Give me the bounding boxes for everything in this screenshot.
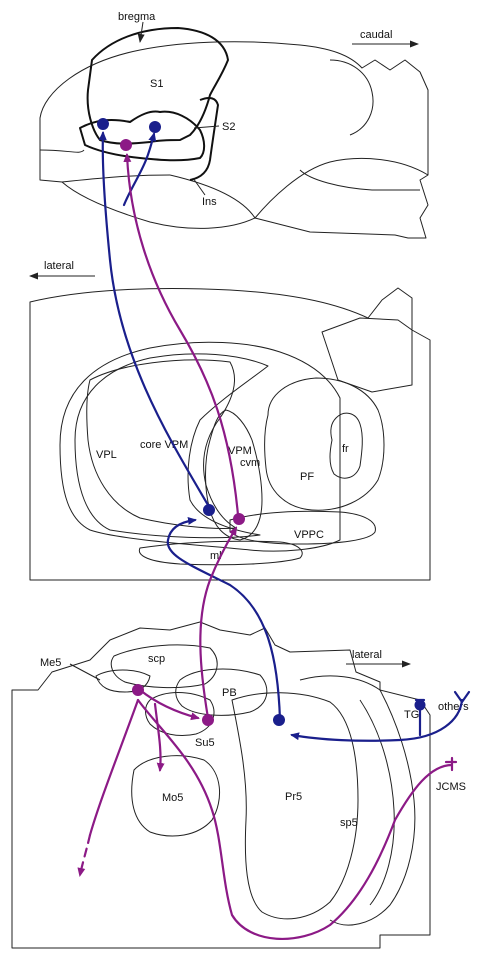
s2-cell-body xyxy=(149,121,161,133)
tg-label: TG xyxy=(404,709,419,721)
vpm-label: VPM xyxy=(228,445,252,457)
purple-descending-dashed xyxy=(80,835,90,875)
su5-cell-body xyxy=(202,714,214,726)
me5-label: Me5 xyxy=(40,657,61,669)
s2-label: S2 xyxy=(222,121,235,133)
purple-descending xyxy=(90,700,138,835)
tg-cell-body xyxy=(415,700,426,711)
midbrain-line xyxy=(300,170,420,190)
brainstem-panel: lateral Me5 scp PB Su5 Mo5 Pr5 sp5 TG ot… xyxy=(12,622,469,948)
vppc-label: VPPC xyxy=(294,529,324,541)
scp-label: scp xyxy=(148,653,165,665)
jcms-fork-icon xyxy=(446,758,456,770)
olfactory-line xyxy=(40,150,84,152)
me5-leader xyxy=(70,664,100,680)
sp5-label: sp5 xyxy=(340,817,358,829)
cortex-base-line xyxy=(62,175,170,182)
caudal-label: caudal xyxy=(360,29,392,41)
brainstem-section-outline xyxy=(12,622,430,948)
mo5-label: Mo5 xyxy=(162,792,183,804)
pr5-region xyxy=(232,693,358,919)
blue-pathway xyxy=(97,118,469,741)
pf-label: PF xyxy=(300,471,314,483)
pr5-cell-body xyxy=(273,714,285,726)
fr-label: fr xyxy=(342,443,349,455)
pb-label: PB xyxy=(222,687,237,699)
s1-cell-body xyxy=(97,118,109,130)
jcms-label: JCMS xyxy=(436,781,466,793)
thalamus-upper-right-box xyxy=(322,318,412,392)
s2-region xyxy=(80,112,204,161)
vpm-cvm-cell-body xyxy=(233,513,245,525)
su5-label: Su5 xyxy=(195,737,215,749)
pr5-label: Pr5 xyxy=(285,791,302,803)
sp5-inner-line xyxy=(360,700,394,905)
ins-leader xyxy=(193,178,205,195)
ins-cell-body xyxy=(120,139,132,151)
vpl-label: VPL xyxy=(96,449,117,461)
lateral-label-thalamus: lateral xyxy=(44,260,74,272)
thalamus-panel: lateral VPL core VPM VPM cvm PF fr VPPC … xyxy=(30,260,430,580)
pf-region xyxy=(265,378,384,510)
sp5-region xyxy=(300,676,415,925)
thalamus-outer-region xyxy=(60,342,340,551)
s1-label: S1 xyxy=(150,78,163,90)
ins-label: Ins xyxy=(202,196,217,208)
bregma-label: bregma xyxy=(118,11,156,23)
others-label: others xyxy=(438,701,469,713)
core-vpm-label: core VPM xyxy=(140,439,188,451)
brainstem-line xyxy=(255,158,428,218)
cerebellum-outline xyxy=(330,60,373,135)
cvm-label: cvm xyxy=(240,457,260,469)
vpm-core-cell-body xyxy=(203,504,215,516)
lateral-label-brainstem: lateral xyxy=(352,649,382,661)
purple-me5-to-mo5 xyxy=(155,704,161,770)
blue-afferent-others xyxy=(292,700,462,741)
cortex-outline xyxy=(40,42,428,238)
me5-cell-body xyxy=(132,684,144,696)
